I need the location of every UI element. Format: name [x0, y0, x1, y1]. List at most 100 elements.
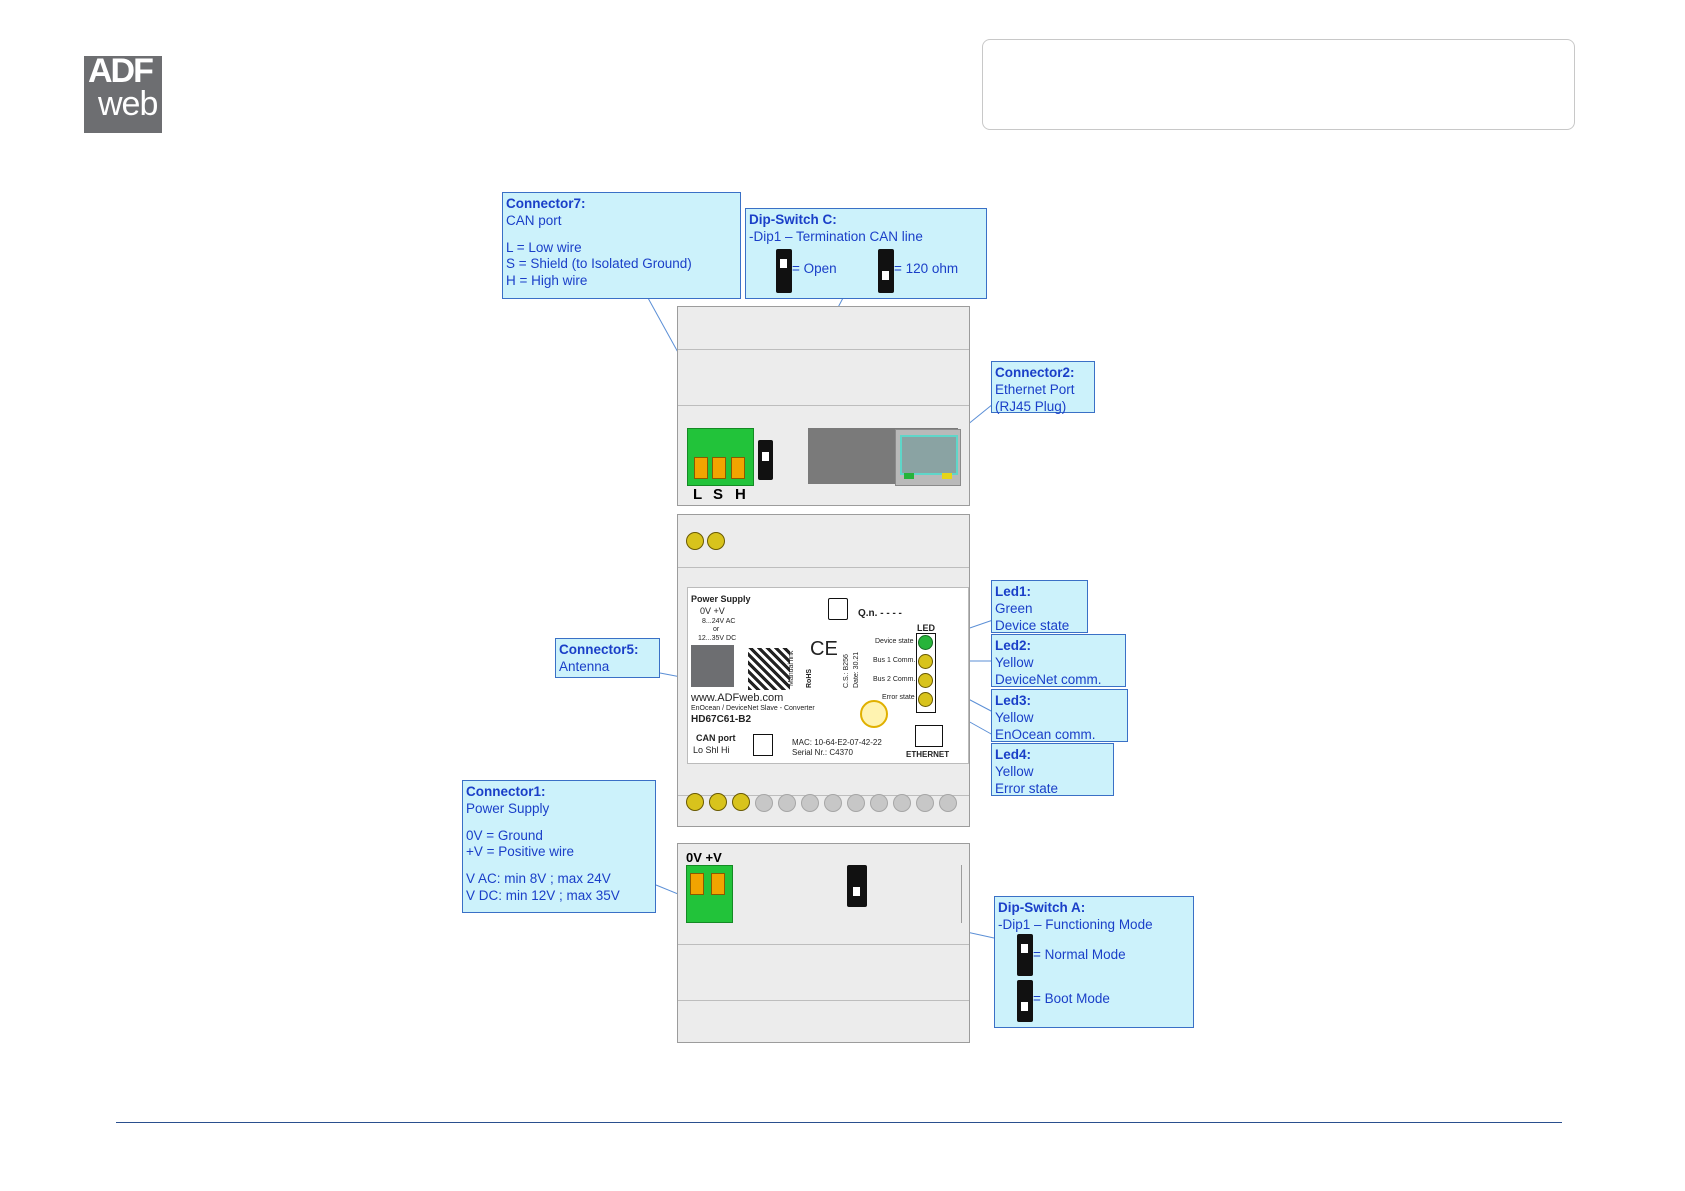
label-bus1: Bus 1 Comm.	[873, 657, 916, 664]
callout-led3: Led3: Yellow EnOcean comm.	[991, 689, 1128, 742]
label-dc: 12...35V DC	[698, 635, 737, 642]
callout-led4-line2: Error state	[995, 780, 1059, 796]
callout-dip-c-ohm: = 120 ohm	[894, 261, 959, 276]
bottom-screw-1	[686, 793, 704, 811]
callout-connector2-title: Connector2:	[995, 365, 1075, 380]
label-power-supply: Power Supply	[691, 594, 751, 604]
callout-led4-line1: Yellow	[995, 763, 1034, 779]
label-serial: Serial Nr.: C4370	[792, 748, 853, 757]
callout-dip-c: Dip-Switch C: -Dip1 – Termination CAN li…	[745, 208, 987, 299]
bottom-screw-2	[709, 793, 727, 811]
callout-connector1-line6: V AC: min 8V ; max 24V	[466, 871, 611, 887]
dip-a-boot-icon	[1017, 980, 1033, 1022]
label-mac: MAC: 10-64-E2-07-42-22	[792, 738, 882, 747]
callout-led1-line1: Green	[995, 600, 1033, 616]
label-can-pins: Lo Shl Hi	[693, 745, 730, 755]
rj45-yellow-led	[942, 473, 952, 479]
power-terminal-block	[686, 865, 733, 923]
callout-connector2: Connector2: Ethernet Port (RJ45 Plug)	[991, 361, 1095, 414]
pin-label-h: H	[735, 486, 746, 503]
module-top: L S H	[677, 306, 970, 506]
dip-c-120ohm-icon	[878, 249, 894, 293]
rj45-port	[895, 429, 961, 486]
callout-connector1-line7: V DC: min 12V ; max 35V	[466, 887, 620, 903]
footer-divider	[116, 1122, 1562, 1123]
qr-code	[748, 648, 790, 690]
callout-dip-a-boot: = Boot Mode	[1033, 991, 1110, 1006]
callout-led3-title: Led3:	[995, 693, 1032, 708]
callout-connector1-line3: 0V = Ground	[466, 827, 543, 843]
label-product-desc: EnOcean / DeviceNet Slave - Converter	[691, 705, 815, 712]
device-label: Power Supply 0V +V 8...24V AC or 12...35…	[687, 587, 969, 764]
callout-connector7-line1: CAN port	[506, 212, 562, 228]
callout-connector2-line1: Ethernet Port	[995, 381, 1075, 397]
callout-connector7-spacer	[506, 230, 737, 240]
label-cs: C.S.: B256	[843, 654, 850, 688]
callout-connector5-line1: Antenna	[559, 658, 610, 674]
label-error-state: Error state	[882, 694, 915, 701]
callout-connector1-line4: +V = Positive wire	[466, 844, 575, 860]
led4-error	[918, 692, 933, 707]
callout-led4-title: Led4:	[995, 747, 1032, 762]
can-terminal-block	[687, 428, 754, 486]
dip-c-open-icon	[776, 249, 792, 293]
label-can-port: CAN port	[696, 733, 736, 743]
top-screw-1	[686, 532, 704, 550]
label-qn: Q.n. - - - -	[858, 608, 902, 619]
label-website: www.ADFweb.com	[691, 692, 784, 704]
rohs-mark: RoHS	[806, 668, 813, 688]
label-manual: Manual link	[788, 650, 795, 686]
label-model: HD67C61-B2	[691, 714, 752, 725]
pin-label-s: S	[713, 486, 724, 503]
label-date: Date: 30.21	[853, 651, 860, 688]
bottom-screw-3	[732, 793, 750, 811]
antenna-connector	[860, 700, 888, 728]
adfweb-logo: ADF web	[84, 52, 162, 133]
label-device-state: Device state	[875, 638, 914, 645]
label-dip-icon	[828, 598, 848, 620]
callout-led2-line1: Yellow	[995, 654, 1034, 670]
label-dip-icon-2	[753, 734, 773, 756]
dip-switch-c[interactable]	[758, 440, 773, 480]
led-column	[916, 633, 936, 713]
ethernet-icon	[915, 725, 943, 747]
callout-connector1-line1: Power Supply	[466, 800, 550, 816]
callout-led2-title: Led2:	[995, 638, 1032, 653]
callout-dip-a-title: Dip-Switch A:	[998, 900, 1086, 915]
pin-label-l: L	[693, 486, 703, 503]
callout-dip-c-title: Dip-Switch C:	[749, 212, 837, 227]
dip-a-normal-icon	[1017, 934, 1033, 976]
callout-connector5: Connector5: Antenna	[555, 638, 660, 678]
label-ac: 8...24V AC	[702, 618, 736, 625]
callout-connector1-spacer1	[466, 818, 652, 828]
label-led-header: LED	[917, 623, 935, 633]
ce-mark: CE	[810, 638, 838, 660]
callout-connector1-title: Connector1:	[466, 784, 546, 799]
module-bottom: 0V +V	[677, 843, 970, 1043]
callout-led2-line2: DeviceNet comm.	[995, 671, 1102, 687]
callout-connector7-line4: S = Shield (to Isolated Ground)	[506, 256, 692, 272]
callout-led1: Led1: Green Device state	[991, 580, 1088, 633]
callout-led1-line2: Device state	[995, 617, 1070, 633]
callout-connector7-line3: L = Low wire	[506, 239, 582, 255]
callout-dip-c-open: = Open	[792, 261, 837, 276]
callout-dip-a-normal: = Normal Mode	[1033, 947, 1126, 962]
callout-connector7-title: Connector7:	[506, 196, 586, 211]
label-volts: 0V +V	[700, 606, 725, 616]
led3-bus2	[918, 673, 933, 688]
callout-led2: Led2: Yellow DeviceNet comm.	[991, 634, 1126, 687]
label-or: or	[713, 626, 720, 633]
logo-line2: web	[98, 85, 158, 123]
label-ethernet: ETHERNET	[906, 750, 950, 759]
dip-switch-a[interactable]	[847, 865, 867, 907]
top-screw-2	[707, 532, 725, 550]
callout-connector1: Connector1: Power Supply 0V = Ground +V …	[462, 780, 656, 913]
callout-dip-a-line1: -Dip1 – Functioning Mode	[998, 916, 1153, 932]
callout-connector1-spacer2	[466, 861, 652, 871]
logo-line1: ADF	[88, 52, 154, 90]
led1-device-state	[918, 635, 933, 650]
header-box	[982, 39, 1575, 130]
callout-led4: Led4: Yellow Error state	[991, 743, 1114, 796]
callout-connector7-line5: H = High wire	[506, 273, 588, 289]
callout-connector5-title: Connector5:	[559, 642, 639, 657]
